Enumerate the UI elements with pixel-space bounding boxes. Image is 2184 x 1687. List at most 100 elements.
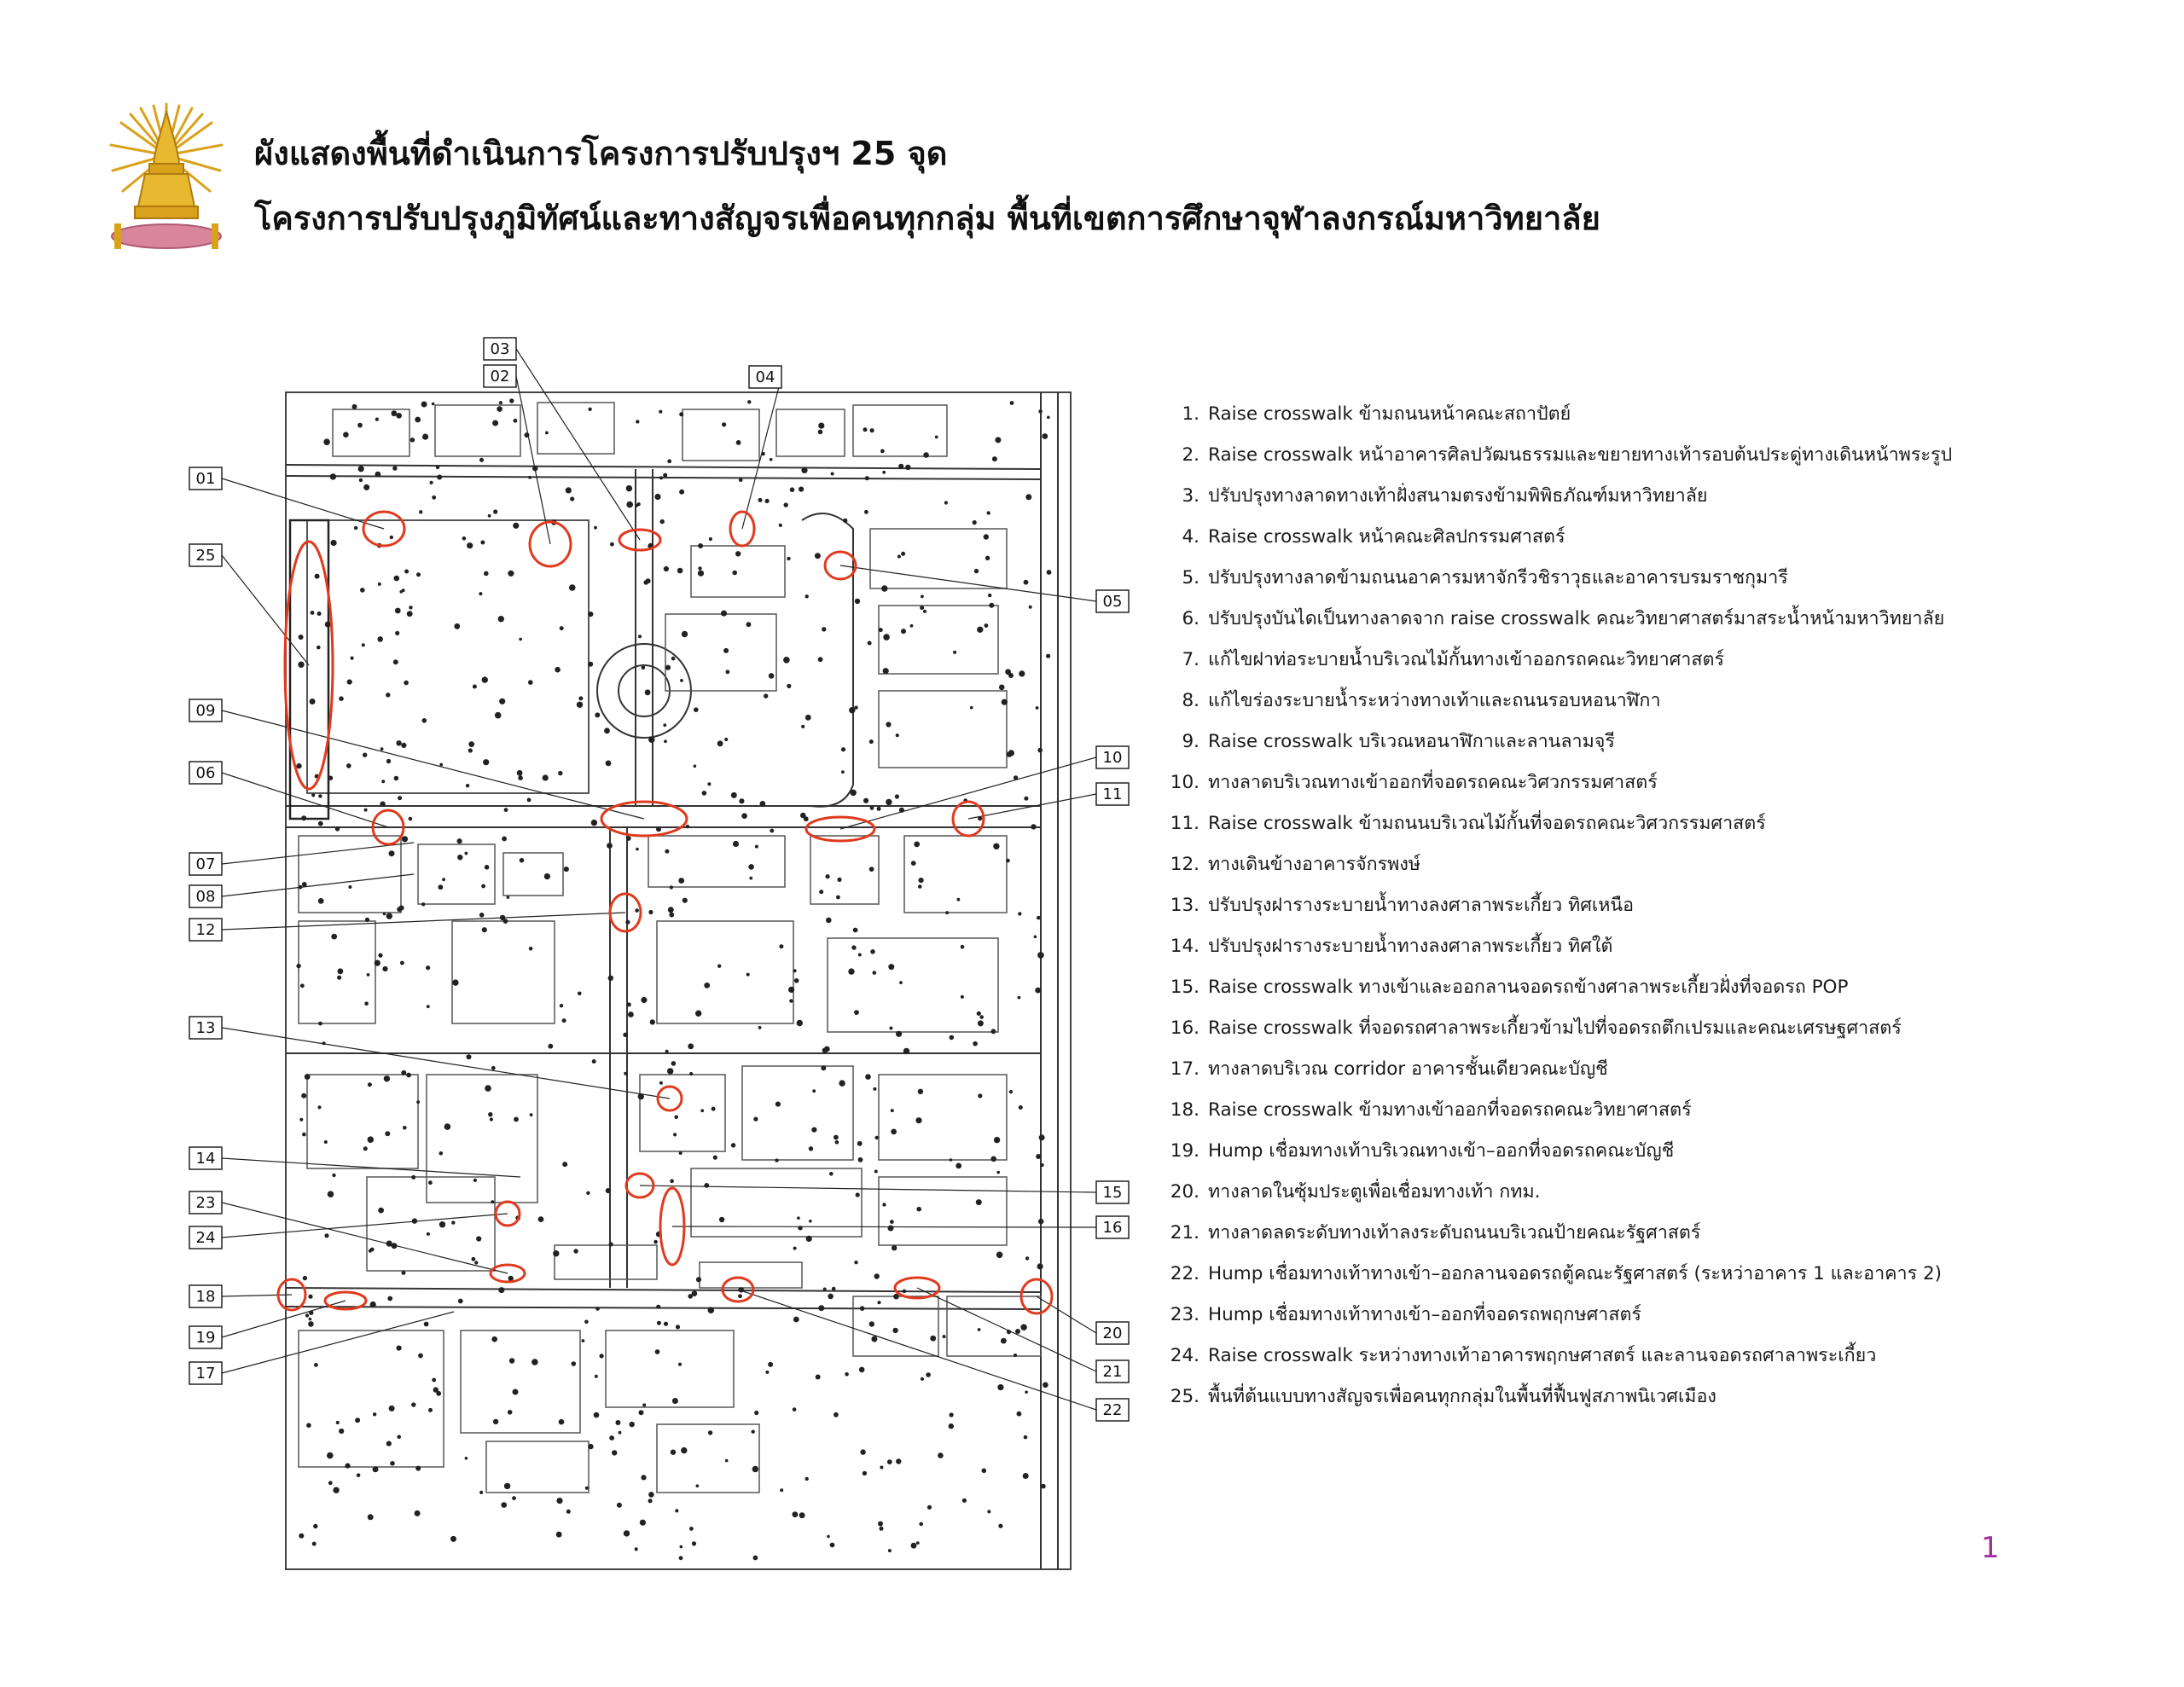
legend-item: 15.Raise crosswalk ทางเข้าและออกลานจอดรถ…	[1169, 967, 2150, 1008]
tree-dot	[473, 1178, 477, 1182]
legend-item-number: 17.	[1170, 1058, 1199, 1080]
tree-dot	[841, 770, 845, 774]
tree-dot	[565, 487, 572, 494]
tree-dot	[659, 519, 665, 525]
tree-dot	[695, 1010, 702, 1017]
tree-dot	[391, 1243, 398, 1249]
tree-dot	[701, 791, 707, 796]
tree-dot	[868, 739, 874, 745]
tree-dot	[707, 1307, 715, 1313]
tree-dot	[318, 1021, 322, 1026]
callout-03: 03	[483, 337, 517, 361]
site-outline	[285, 391, 1072, 1570]
tree-dot	[663, 565, 670, 572]
tree-dot	[454, 623, 461, 629]
tree-dot	[801, 467, 808, 473]
tree-dot	[825, 874, 830, 879]
legend-item-number: 6.	[1182, 608, 1199, 629]
tree-dot	[789, 999, 793, 1003]
tree-dot	[497, 616, 504, 623]
tree-dot	[919, 1522, 923, 1527]
tree-dot	[764, 693, 769, 699]
tree-dot	[1043, 1382, 1048, 1388]
tree-dot	[876, 806, 881, 811]
tree-dot	[383, 1075, 391, 1082]
tree-dot	[588, 661, 594, 667]
tree-dot	[749, 876, 753, 880]
tree-dot	[324, 621, 331, 628]
tree-dot	[870, 949, 875, 954]
tree-dot	[599, 1354, 604, 1359]
tree-dot	[573, 1249, 578, 1254]
tree-dot	[570, 496, 575, 501]
legend-item-text: ทางลาดลดระดับทางเท้าลงระดับถนนบริเวณป้าย…	[1208, 1222, 1701, 1244]
tree-dot	[299, 1533, 305, 1539]
tree-dot	[386, 913, 392, 919]
tree-dot	[751, 1429, 755, 1434]
tree-dot	[641, 996, 648, 1004]
tree-dot	[398, 796, 403, 801]
legend-item-number: 3.	[1182, 485, 1199, 507]
tree-dot	[484, 571, 489, 577]
tree-dot	[401, 742, 407, 748]
tree-dot	[886, 1459, 892, 1464]
tree-dot	[548, 1043, 554, 1049]
tree-dot	[528, 680, 533, 685]
tree-dot	[804, 594, 809, 599]
tree-dot	[576, 701, 584, 708]
tree-dot	[491, 1336, 497, 1342]
tree-dot	[805, 1235, 812, 1242]
tree-dot	[688, 1043, 694, 1050]
tree-dot	[559, 1004, 564, 1008]
tree-dot	[735, 551, 741, 557]
tree-dot	[426, 965, 431, 971]
tree-dot	[372, 1466, 379, 1473]
tree-dot	[406, 1072, 411, 1078]
tree-dot	[1018, 912, 1022, 916]
callout-23: 23	[189, 1191, 223, 1215]
tree-dot	[327, 1191, 334, 1197]
tree-dot	[479, 913, 485, 918]
tree-dot	[998, 1523, 1003, 1528]
callout-box	[189, 1325, 223, 1349]
tree-dot	[969, 705, 973, 710]
tree-dot	[497, 406, 502, 412]
tree-dot	[311, 1541, 317, 1546]
tree-dot	[671, 1398, 678, 1404]
project-legend: 1.Raise crosswalk ข้ามถนนหน้าคณะสถาปัตย์…	[1169, 394, 2150, 1417]
tree-dot	[1023, 1435, 1028, 1440]
callout-label: 07	[196, 855, 216, 873]
tree-dot	[623, 1530, 630, 1537]
legend-item: 5.ปรับปรุงทางลาดข้ามถนนอาคารมหาจักรีวชิร…	[1169, 558, 2150, 599]
tree-dot	[854, 1261, 858, 1265]
callout-21: 21	[1095, 1359, 1130, 1383]
tree-dot	[854, 705, 858, 710]
tree-dot	[559, 626, 564, 631]
tree-dot	[406, 611, 413, 617]
highlight-22	[721, 1276, 755, 1303]
tree-dot	[1001, 699, 1008, 705]
leader-line-09	[221, 710, 645, 820]
tree-dot	[1046, 653, 1051, 658]
tree-dot	[494, 711, 502, 719]
callout-label: 17	[196, 1365, 216, 1383]
tree-dot	[422, 433, 429, 440]
legend-item-number: 12.	[1170, 854, 1199, 875]
tree-dot	[926, 1372, 931, 1377]
tree-dot	[317, 612, 322, 616]
callout-box	[189, 543, 223, 567]
tree-dot	[411, 1402, 416, 1407]
tree-dot	[804, 1476, 809, 1481]
tree-dot	[949, 1035, 955, 1041]
legend-item-text: แก้ไขร่องระบายน้ำระหว่างทางเท้าและถนนรอบ…	[1208, 690, 1661, 711]
callout-label: 06	[196, 764, 216, 782]
tree-dot	[799, 486, 804, 492]
tree-dot	[415, 1465, 421, 1471]
tree-dot	[311, 793, 316, 797]
tree-dot	[301, 815, 307, 821]
tree-dot	[555, 666, 561, 673]
tree-dot	[818, 422, 825, 429]
tree-dot	[339, 1428, 345, 1435]
tree-dot	[834, 1140, 839, 1145]
tree-dot	[663, 723, 667, 728]
